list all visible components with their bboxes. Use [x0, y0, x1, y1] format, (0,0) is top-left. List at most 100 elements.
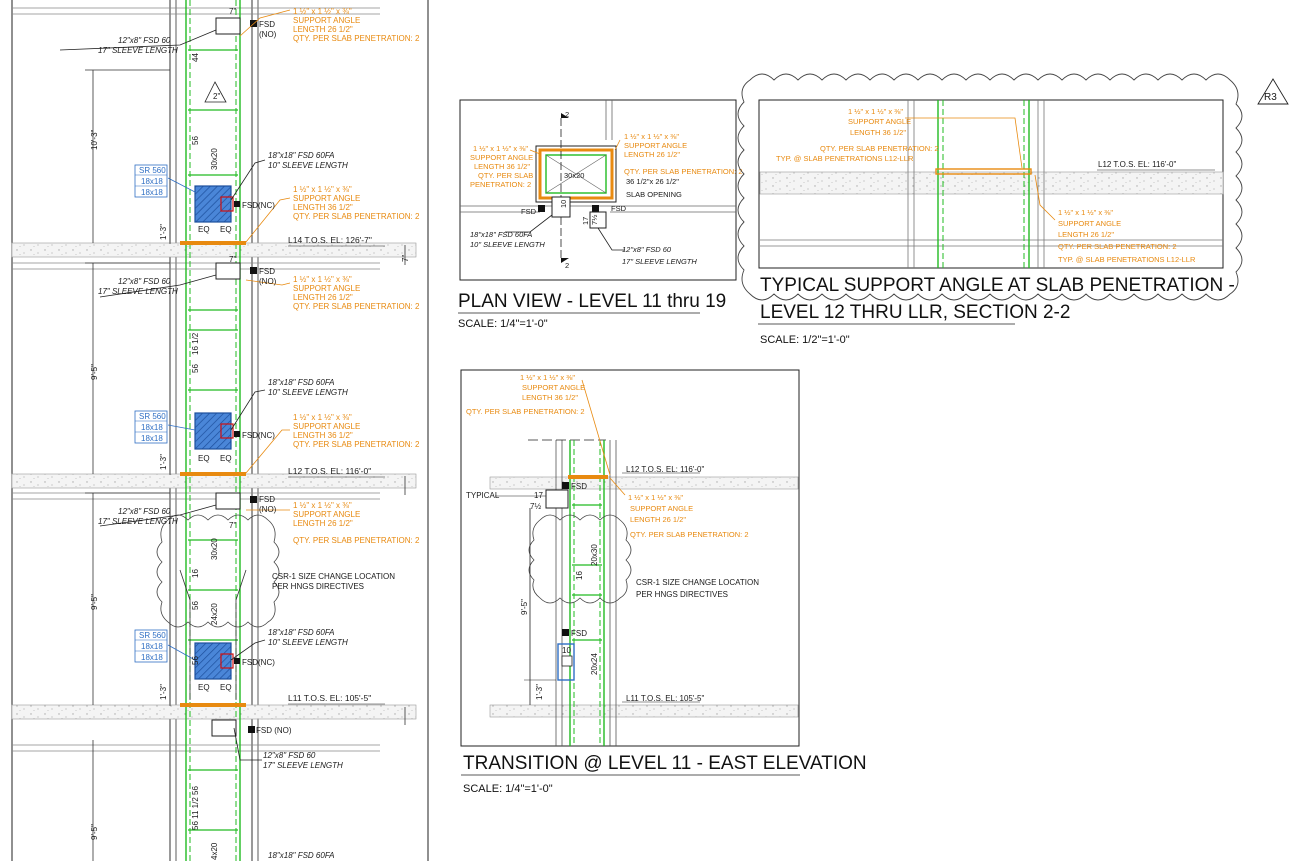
svg-text:10" SLEEVE LENGTH: 10" SLEEVE LENGTH	[470, 240, 545, 249]
svg-text:SUPPORT ANGLE: SUPPORT ANGLE	[293, 194, 360, 203]
transition-duct-mark: 16	[575, 571, 584, 580]
transition-dim: 17	[534, 491, 543, 500]
svg-text:SUPPORT ANGLE: SUPPORT ANGLE	[293, 422, 360, 431]
typical-label: TYPICAL	[466, 491, 500, 500]
svg-text:18x18: 18x18	[141, 642, 163, 651]
svg-text:QTY. PER SLAB PENETRATION: 2: QTY. PER SLAB PENETRATION: 2	[293, 34, 420, 43]
transition-elevation: 1 ½" x 1 ½" x ⅜" SUPPORT ANGLE LENGTH 36…	[460, 369, 867, 795]
svg-text:56: 56	[191, 601, 200, 610]
svg-text:24x20: 24x20	[210, 603, 219, 625]
plan-fsd-tag: FSD	[611, 204, 627, 213]
svg-text:EQ: EQ	[198, 683, 210, 692]
svg-text:1 ½" x 1 ½" x ⅜": 1 ½" x 1 ½" x ⅜"	[293, 7, 352, 16]
svg-text:TYP. @ SLAB PENETRATIONS L12-L: TYP. @ SLAB PENETRATIONS L12-LLR	[1058, 255, 1196, 264]
svg-text:LENGTH 26 1/2": LENGTH 26 1/2"	[293, 25, 353, 34]
plan-angle-note-left: 1 ½" x 1 ½" x ⅜" SUPPORT ANGLE LENGTH 36…	[470, 144, 533, 189]
svg-text:9'-5": 9'-5"	[90, 364, 99, 380]
svg-text:FSD: FSD	[259, 267, 275, 276]
support-angle-note: 1 ½" x 1 ½" x ⅜" SUPPORT ANGLE LENGTH 26…	[293, 7, 420, 545]
revision-cloud	[156, 514, 280, 628]
svg-text:18"x18" FSD 60FA: 18"x18" FSD 60FA	[470, 230, 532, 239]
svg-text:1 ½" x 1 ½" x ⅜": 1 ½" x 1 ½" x ⅜"	[293, 275, 352, 284]
sleeve-note: 12"x8" FSD 60 17" SLEEVE LENGTH 12"x8" F…	[98, 36, 348, 860]
svg-text:7": 7"	[229, 255, 236, 264]
typical-top-note: 1 ½" x 1 ½" x ⅜" SUPPORT ANGLE LENGTH 36…	[776, 107, 939, 163]
fsd-sleeve	[211, 17, 257, 737]
transition-title: TRANSITION @ LEVEL 11 - EAST ELEVATION	[463, 753, 867, 774]
svg-text:18"x18" FSD 60FA: 18"x18" FSD 60FA	[268, 378, 334, 387]
svg-text:1 ½" x 1 ½" x ⅜": 1 ½" x 1 ½" x ⅜"	[520, 373, 575, 382]
svg-text:FSD(NC): FSD(NC)	[242, 201, 275, 210]
leader-lines	[239, 9, 291, 511]
svg-text:QTY. PER SLAB PENETRATION: 2: QTY. PER SLAB PENETRATION: 2	[293, 536, 420, 545]
svg-text:LENGTH 36 1/2": LENGTH 36 1/2"	[474, 162, 530, 171]
typical-bottom-note: 1 ½" x 1 ½" x ⅜" SUPPORT ANGLE LENGTH 26…	[1058, 208, 1196, 264]
svg-text:EQ: EQ	[198, 225, 210, 234]
svg-text:QTY. PER SLAB PENETRATION: 2: QTY. PER SLAB PENETRATION: 2	[1058, 242, 1177, 251]
svg-text:56 11 1/2: 56 11 1/2	[191, 797, 200, 830]
typical-level-label: L12 T.O.S. EL: 116'-0"	[1098, 160, 1177, 169]
svg-text:18"x18" FSD 60FA: 18"x18" FSD 60FA	[268, 851, 334, 860]
svg-text:LENGTH 36 1/2": LENGTH 36 1/2"	[293, 203, 353, 212]
section-mark: 2	[565, 261, 569, 270]
plan-dim: 17	[581, 217, 590, 225]
duct-size: 30x20 30x20 24x20 4x20 44 56 16 1/2 56 1…	[191, 53, 219, 860]
svg-text:EQ: EQ	[220, 225, 232, 234]
svg-text:56: 56	[191, 364, 200, 373]
svg-text:TYP. @ SLAB PENETRATIONS L12-L: TYP. @ SLAB PENETRATIONS L12-LLR	[776, 154, 914, 163]
level-label: L14 T.O.S. EL: 126'-7" L12 T.O.S. EL: 11…	[288, 235, 385, 705]
svg-text:12"x8" FSD 60: 12"x8" FSD 60	[118, 507, 171, 516]
slope-label: 2"	[213, 92, 220, 101]
svg-text:1 ½" x 1 ½" x ⅜": 1 ½" x 1 ½" x ⅜"	[628, 493, 683, 502]
opening-label: SLAB OPENING	[626, 190, 682, 199]
section-mark: 2	[565, 110, 569, 119]
svg-text:7": 7"	[229, 521, 236, 530]
plan-angle-note-right: 1 ½" x 1 ½" x ⅜" SUPPORT ANGLE LENGTH 26…	[624, 132, 743, 176]
size-change-note: CSR-1 SIZE CHANGE LOCATION PER HNGS DIRE…	[272, 572, 395, 591]
svg-text:1'-3": 1'-3"	[159, 684, 168, 700]
svg-text:1 ½" x 1 ½" x ⅜": 1 ½" x 1 ½" x ⅜"	[624, 132, 679, 141]
svg-text:44: 44	[191, 53, 200, 62]
transition-size-change-note: PER HNGS DIRECTIVES	[636, 590, 728, 599]
svg-text:18x18: 18x18	[141, 423, 163, 432]
eq-dim: EQ EQ EQ EQ EQ EQ	[198, 225, 232, 692]
plan-dim: 7½	[590, 214, 599, 225]
slope-marker	[204, 81, 227, 103]
opening-size: 36 1/2"x 26 1/2"	[626, 177, 679, 186]
svg-text:10" SLEEVE LENGTH: 10" SLEEVE LENGTH	[268, 388, 348, 397]
plan-view-scale: SCALE: 1/4"=1'-0"	[458, 318, 548, 330]
svg-text:SUPPORT ANGLE: SUPPORT ANGLE	[293, 16, 360, 25]
svg-text:PER HNGS DIRECTIVES: PER HNGS DIRECTIVES	[272, 582, 364, 591]
svg-text:LENGTH 26 1/2": LENGTH 26 1/2"	[293, 293, 353, 302]
svg-text:LENGTH 26 1/2": LENGTH 26 1/2"	[624, 150, 680, 159]
transition-top-note: 1 ½" x 1 ½" x ⅜" SUPPORT ANGLE LENGTH 36…	[466, 373, 585, 416]
typical-title-line2: LEVEL 12 THRU LLR, SECTION 2-2	[760, 302, 1070, 323]
svg-text:L14 T.O.S. EL: 126'-7": L14 T.O.S. EL: 126'-7"	[288, 235, 372, 245]
plan-fsd-tag: FSD	[521, 207, 537, 216]
typical-scale: SCALE: 1/2"=1'-0"	[760, 334, 850, 346]
svg-text:18x18: 18x18	[141, 177, 163, 186]
svg-text:PENETRATION: 2: PENETRATION: 2	[470, 180, 531, 189]
revision-tag: R3	[1264, 92, 1277, 103]
svg-text:QTY. PER SLAB PENETRATION: 2: QTY. PER SLAB PENETRATION: 2	[293, 302, 420, 311]
svg-text:QTY. PER SLAB PENETRATION: 2: QTY. PER SLAB PENETRATION: 2	[624, 167, 743, 176]
svg-text:FSD(NC): FSD(NC)	[242, 658, 275, 667]
svg-text:SUPPORT ANGLE: SUPPORT ANGLE	[1058, 219, 1121, 228]
svg-text:12"x8" FSD 60: 12"x8" FSD 60	[263, 751, 316, 760]
svg-text:9'-5": 9'-5"	[90, 594, 99, 610]
svg-text:16 1/2: 16 1/2	[191, 332, 200, 355]
transition-dim: 9'-5"	[520, 599, 529, 615]
svg-text:FSD: FSD	[259, 20, 275, 29]
svg-text:LENGTH 36 1/2": LENGTH 36 1/2"	[522, 393, 578, 402]
svg-text:QTY. PER SLAB PENETRATION: 2: QTY. PER SLAB PENETRATION: 2	[293, 212, 420, 221]
svg-text:(NO): (NO)	[259, 277, 277, 286]
svg-text:SR 560: SR 560	[139, 412, 166, 421]
svg-text:(NO): (NO)	[259, 30, 277, 39]
svg-text:CSR-1 SIZE CHANGE LOCATION: CSR-1 SIZE CHANGE LOCATION	[272, 572, 395, 581]
plan-view: 1 ½" x 1 ½" x ⅜" SUPPORT ANGLE LENGTH 36…	[458, 99, 743, 330]
svg-text:QTY. PER SLAB PENETRATION: 2: QTY. PER SLAB PENETRATION: 2	[466, 407, 585, 416]
transition-dim: 7½	[530, 502, 541, 511]
transition-duct-size: 20x30	[590, 544, 599, 566]
transition-size-change-note: CSR-1 SIZE CHANGE LOCATION	[636, 578, 759, 587]
